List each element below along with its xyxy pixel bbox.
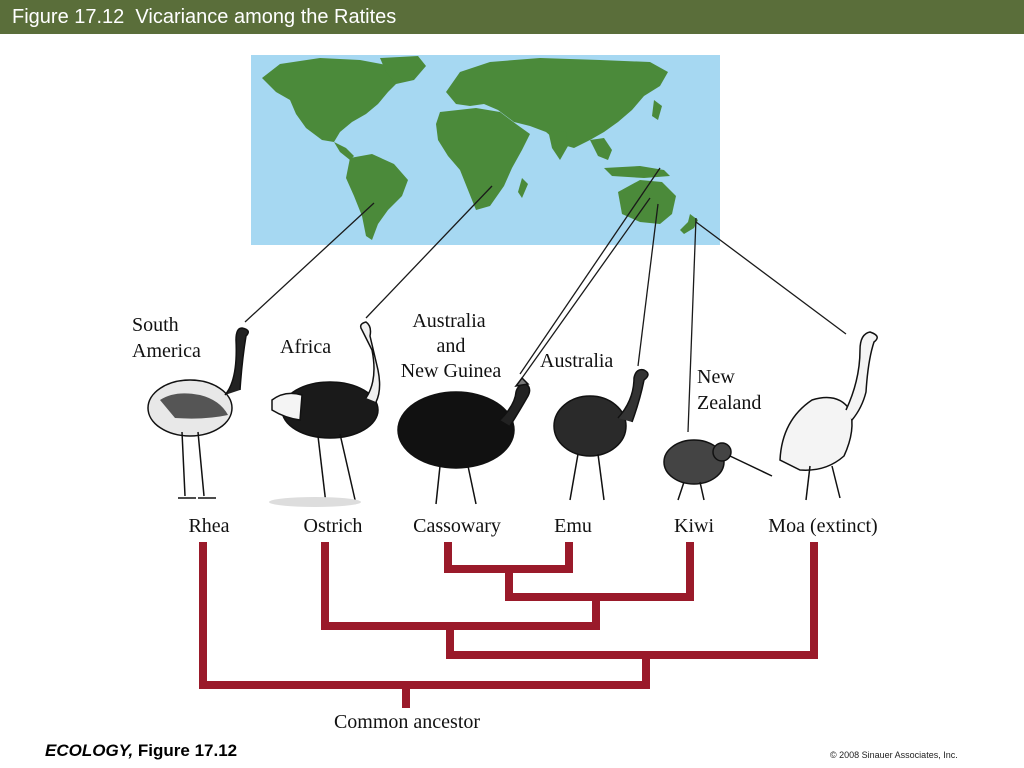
new-zealand-landmass: [680, 214, 698, 234]
japan-landmass: [652, 100, 662, 120]
copyright: © 2008 Sinauer Associates, Inc.: [830, 750, 958, 760]
bird-names: Rhea Ostrich Cassowary Emu Kiwi Moa (ext…: [188, 515, 877, 537]
branch-cassowary-emu: [444, 542, 573, 573]
leader-australia-cassowary: [521, 197, 651, 379]
kiwi-illustration: [663, 439, 773, 501]
region-africa: Africa: [280, 336, 331, 358]
south-america-landmass: [346, 154, 408, 240]
bird-name-emu: Emu: [554, 515, 592, 537]
leader-new-zealand-kiwi: [687, 217, 697, 433]
book-figure-number: Figure 17.12: [133, 741, 238, 760]
leader-africa: [365, 185, 493, 319]
bird-name-moa: Moa (extinct): [768, 515, 877, 537]
eurasia-landmass: [446, 58, 668, 148]
world-map: [251, 55, 720, 245]
common-ancestor-label: Common ancestor: [334, 711, 480, 733]
cassowary-illustration: [397, 376, 531, 505]
emu-illustration: [553, 368, 649, 501]
indonesia-islands: [604, 166, 670, 178]
region-new-guinea-line3: New Guinea: [401, 360, 502, 382]
title-bar: Figure 17.12 Vicariance among the Ratite…: [0, 0, 1024, 34]
region-australia-line1: Australia: [412, 310, 485, 332]
rhea-illustration: [147, 327, 249, 499]
slide-title: Figure 17.12 Vicariance among the Ratite…: [12, 6, 397, 28]
north-america-landmass: [262, 58, 400, 142]
leader-lines: [244, 167, 847, 433]
africa-landmass: [436, 108, 530, 210]
branch-with-moa: [446, 542, 818, 659]
ostrich-illustration: [269, 321, 381, 507]
southeast-asia-landmass: [590, 138, 612, 160]
bird-name-ostrich: Ostrich: [304, 515, 363, 537]
bird-name-rhea: Rhea: [188, 515, 229, 537]
bird-illustrations: [147, 321, 878, 507]
moa-illustration: [779, 331, 878, 501]
region-south-america-line1: South: [132, 314, 179, 336]
bird-name-kiwi: Kiwi: [674, 515, 714, 537]
leader-new-guinea: [519, 167, 661, 375]
greenland-landmass: [380, 56, 426, 84]
region-new-zealand-line1: New: [697, 366, 735, 388]
region-labels: South America Africa Australia and New G…: [132, 310, 761, 414]
leader-australia-emu: [637, 203, 659, 367]
book-title: ECOLOGY,: [45, 741, 134, 760]
region-and-line2: and: [437, 335, 466, 357]
region-australia: Australia: [540, 350, 613, 372]
leader-new-zealand-moa: [695, 221, 847, 335]
india-landmass: [548, 130, 568, 160]
book-credit: ECOLOGY, Figure 17.12: [45, 741, 237, 761]
central-america-landmass: [334, 142, 354, 160]
branch-with-ostrich: [321, 542, 600, 630]
region-south-america-line2: America: [132, 340, 201, 362]
bird-name-cassowary: Cassowary: [413, 515, 501, 537]
region-new-zealand-line2: Zealand: [697, 392, 761, 414]
phylogeny-tree: [199, 542, 818, 708]
branch-with-rhea: [199, 542, 650, 689]
madagascar-landmass: [518, 178, 528, 198]
leader-south-america: [244, 202, 375, 323]
